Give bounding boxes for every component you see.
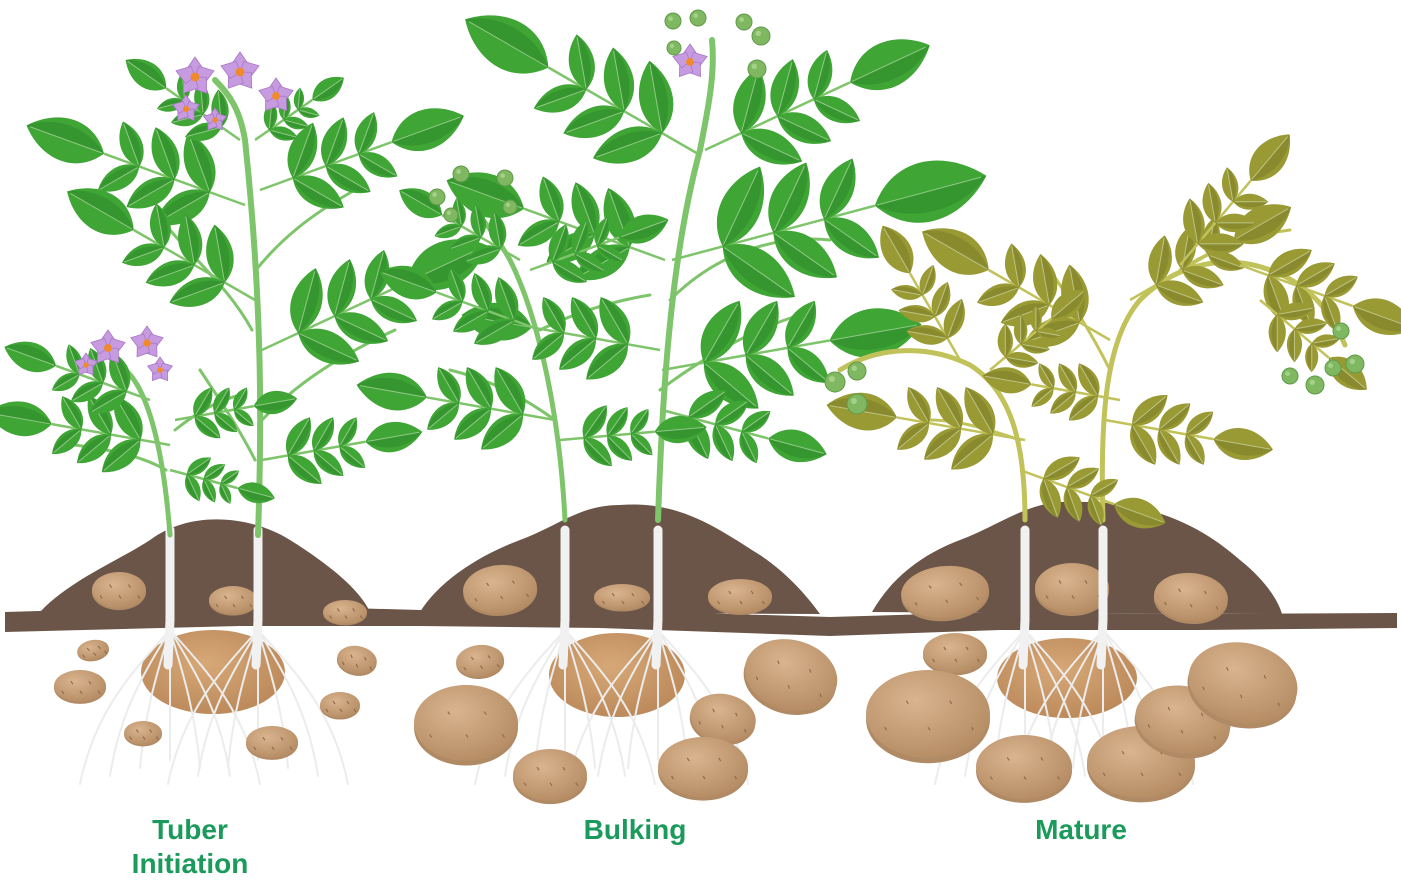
- underground-stem: [256, 530, 258, 665]
- tuber: [594, 584, 650, 612]
- underground-stem: [1101, 530, 1103, 665]
- soil-mound-0: [40, 519, 370, 612]
- berry: [748, 60, 766, 78]
- tuber: [923, 633, 987, 675]
- berry: [847, 394, 867, 414]
- berry: [1306, 376, 1324, 394]
- berry: [453, 166, 469, 182]
- berry: [444, 208, 458, 222]
- plants-layer: [0, 0, 1401, 559]
- berry: [1333, 323, 1349, 339]
- tuber: [976, 735, 1072, 803]
- leaf: [1029, 252, 1061, 307]
- leaf: [1347, 290, 1401, 345]
- compound-leaf: [557, 391, 710, 476]
- leaf: [598, 45, 638, 114]
- tuber: [658, 737, 748, 801]
- berry: [667, 41, 681, 55]
- leaf: [283, 264, 330, 337]
- leaf: [321, 256, 362, 320]
- tuber: [320, 692, 360, 720]
- tuber: [1035, 563, 1109, 616]
- stage-label-tuber-initiation: Tuber Initiation: [90, 813, 290, 881]
- compound-leaf: [163, 444, 282, 524]
- leaf: [803, 47, 839, 102]
- berry: [690, 10, 706, 26]
- compound-leaf: [170, 368, 303, 450]
- tuber: [513, 749, 587, 804]
- tuber: [866, 670, 990, 763]
- tuber: [92, 572, 146, 610]
- leaf: [764, 423, 831, 469]
- tuber: [414, 685, 518, 766]
- underground-stem: [656, 530, 658, 665]
- berry: [752, 27, 770, 45]
- leaf: [1001, 242, 1029, 290]
- leaf: [385, 97, 471, 161]
- tuber: [209, 586, 257, 616]
- tuber: [455, 643, 506, 681]
- leaf: [144, 123, 187, 184]
- leaf: [980, 363, 1033, 397]
- leaf: [867, 147, 994, 235]
- berry: [825, 372, 845, 392]
- berry: [1325, 360, 1341, 376]
- leaf: [840, 25, 939, 104]
- leaf: [0, 396, 55, 441]
- leaf: [1211, 424, 1276, 465]
- leaf: [1239, 124, 1302, 191]
- plant-tuber-initiation: [0, 32, 513, 535]
- leaf: [0, 334, 61, 380]
- leaf: [870, 219, 922, 281]
- berry: [429, 189, 445, 205]
- leaf: [363, 417, 425, 457]
- berry: [497, 170, 513, 186]
- leaf: [307, 70, 350, 108]
- tuber: [124, 721, 162, 746]
- berry: [1282, 368, 1298, 384]
- berry: [665, 13, 681, 29]
- underground-stem: [168, 530, 170, 665]
- leaf: [564, 32, 599, 91]
- tuber: [335, 643, 380, 679]
- flower: [128, 326, 165, 361]
- compound-leaf: [1098, 378, 1281, 491]
- tuber: [76, 637, 111, 663]
- berry: [1346, 355, 1364, 373]
- tuber: [246, 726, 298, 760]
- underground-layer: [54, 629, 1305, 804]
- leaf: [633, 58, 679, 136]
- berry: [503, 200, 517, 214]
- leaf: [19, 105, 111, 173]
- underground-stage-0: [80, 630, 348, 784]
- tuber: [323, 600, 367, 625]
- underground-stem: [1023, 530, 1025, 665]
- leaf: [201, 222, 238, 285]
- stage-label-mature: Mature: [981, 813, 1181, 847]
- leaf: [764, 56, 805, 120]
- underground-stem: [563, 530, 565, 665]
- leaf: [453, 0, 561, 89]
- flower: [146, 357, 174, 384]
- leaf: [118, 49, 173, 98]
- tuber: [708, 579, 772, 615]
- berry: [848, 362, 866, 380]
- stage-label-bulking: Bulking: [535, 813, 735, 847]
- leaf: [353, 367, 430, 416]
- tuber: [54, 670, 106, 704]
- berry: [736, 14, 752, 30]
- leaf: [890, 282, 924, 302]
